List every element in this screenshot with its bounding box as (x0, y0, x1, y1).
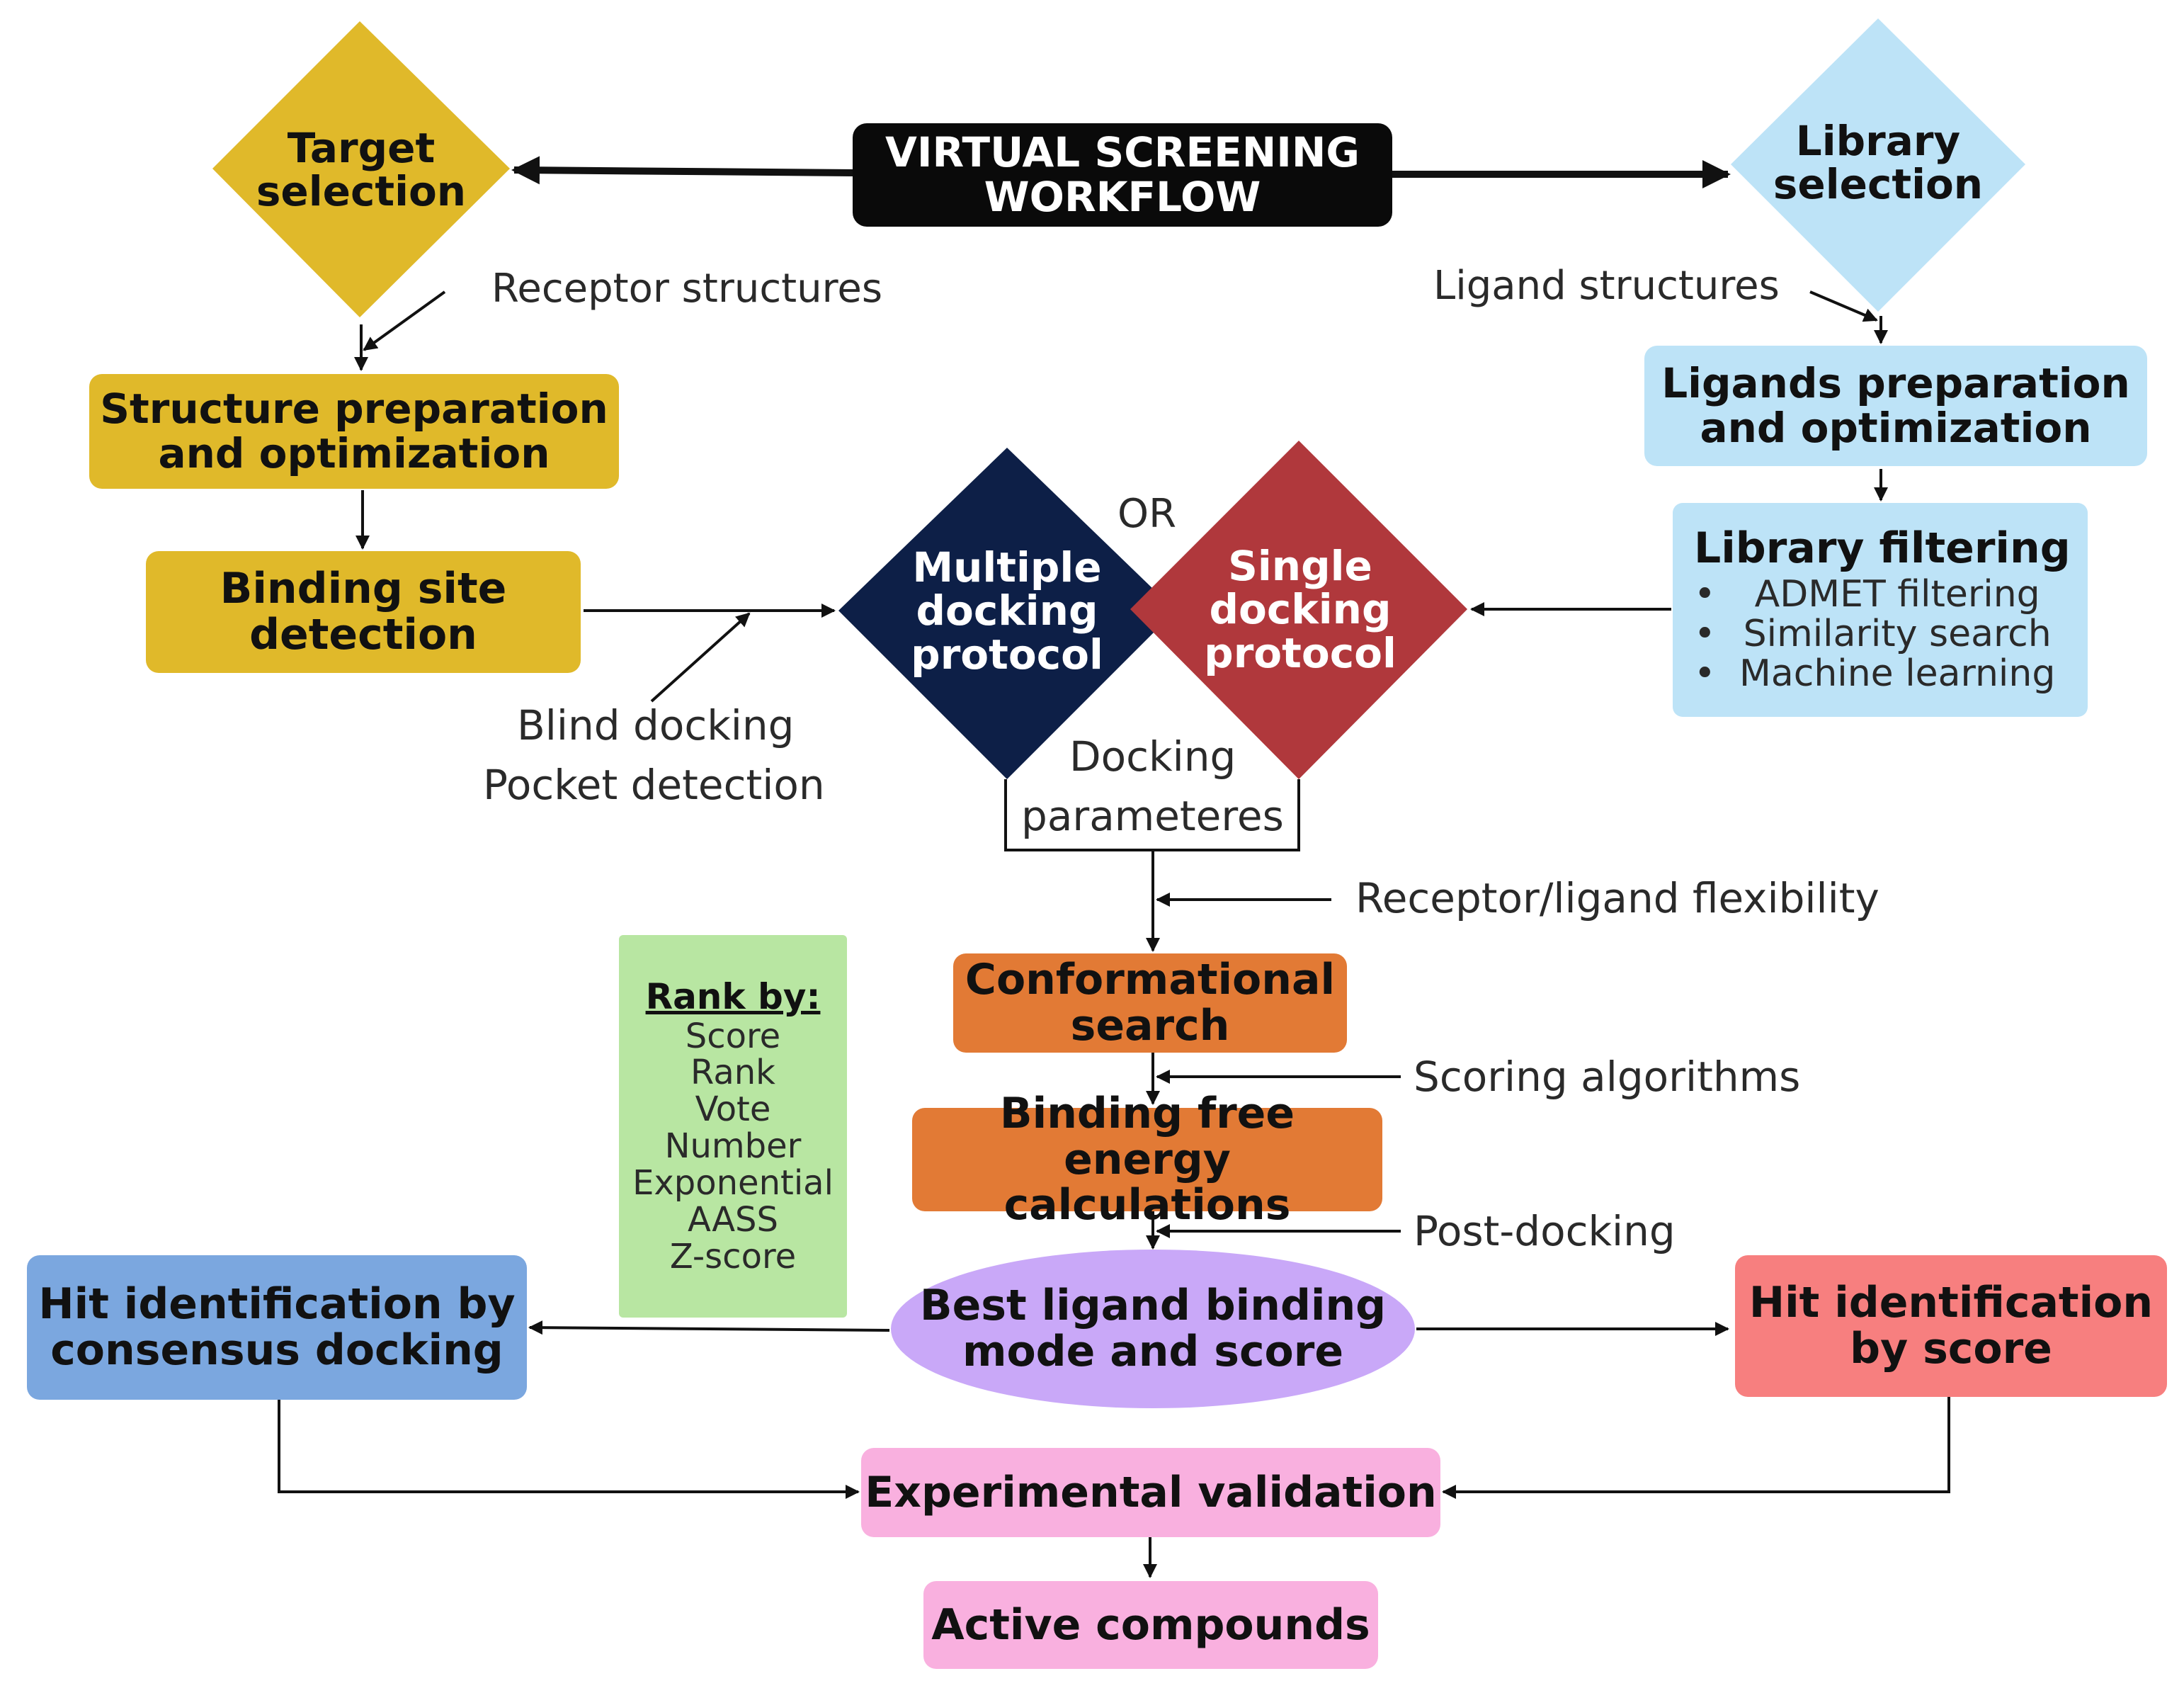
structure-prep-line-1: Structure preparation (100, 385, 608, 434)
ligands-preparation-box: Ligands preparation and optimization (1644, 346, 2147, 466)
target-selection-diamond (212, 21, 510, 317)
energy-line-1: Binding free energy (999, 1088, 1295, 1184)
hit-consensus-box: Hit identification by consensus docking (27, 1255, 527, 1400)
hit-score-line-2: by score (1850, 1324, 2052, 1374)
rank-item-vote: Vote (695, 1089, 771, 1130)
single-docking-diamond (1130, 441, 1467, 779)
post-docking-label: Post-docking (1414, 1207, 1676, 1255)
rank-by-title: Rank by: (645, 975, 821, 1017)
best-ligand-line-1: Best ligand binding (919, 1281, 1387, 1331)
filter-item-admet: ADMET filtering (1673, 574, 2055, 614)
title-line-2: WORKFLOW (984, 173, 1261, 221)
best-ligand-ellipse: Best ligand binding mode and score (891, 1250, 1415, 1408)
multiple-line-3: protocol (911, 630, 1103, 679)
filter-item-ml: Machine learning (1673, 654, 2055, 693)
ligands-prep-line-1: Ligands preparation (1661, 359, 2130, 408)
ligand-structures-label: Ligand structures (1433, 263, 1780, 309)
active-label: Active compounds (931, 1599, 1370, 1650)
binding-site-line-2: detection (249, 610, 477, 659)
structure-prep-line-2: and optimization (158, 429, 550, 477)
multiple-docking-label: Multiple docking protocol (878, 533, 1136, 690)
arrow-consensus-to-experimental (278, 1400, 860, 1499)
library-selection-diamond (1731, 18, 2025, 312)
binding-free-energy-box: Binding free energy calculations (912, 1091, 1382, 1228)
library-filtering-box: Library filtering ADMET filtering Simila… (1673, 503, 2088, 717)
library-line-2: selection (1773, 160, 1984, 208)
hit-score-line-1: Hit identification (1748, 1278, 2154, 1328)
pointer-receptor-structures (363, 290, 446, 351)
best-ligand-line-2: mode and score (962, 1327, 1344, 1376)
target-selection-label: Target selection (234, 106, 489, 234)
arrow-title-to-target (511, 156, 855, 185)
docking-label: Docking (1069, 732, 1236, 781)
library-filtering-title: Library filtering (1694, 523, 2071, 574)
library-line-1: Library (1795, 116, 1961, 165)
multiple-line-2: docking (916, 587, 1098, 635)
rank-item-score: Score (685, 1016, 781, 1056)
experimental-label: Experimental validation (865, 1467, 1437, 1517)
title-line-1: VIRTUAL SCREENING (885, 128, 1360, 177)
rank-item-exponential: Exponential (632, 1162, 834, 1203)
or-label: OR (1117, 491, 1176, 537)
pointer-blind-docking (650, 612, 751, 703)
single-line-2: docking (1209, 585, 1392, 634)
conformational-line-2: search (1070, 1001, 1230, 1051)
target-line-1: Target (287, 123, 436, 172)
structure-preparation-box: Structure preparation and optimization (89, 374, 619, 489)
pointer-ligand-structures (1809, 290, 1878, 322)
binding-site-detection-box: Binding site detection (146, 551, 581, 673)
receptor-structures-label: Receptor structures (491, 266, 882, 312)
library-filtering-list: ADMET filtering Similarity search Machin… (1673, 574, 2055, 694)
single-line-1: Single (1228, 541, 1372, 590)
pocket-detection-label: Pocket detection (483, 761, 825, 809)
hit-consensus-line-1: Hit identification by (38, 1279, 516, 1330)
rank-item-aass: AASS (688, 1199, 778, 1240)
parameters-label: parameteres (1021, 792, 1284, 840)
flexibility-label: Receptor/ligand flexibility (1355, 874, 1879, 922)
experimental-validation-box: Experimental validation (861, 1448, 1440, 1537)
single-docking-label: Single docking protocol (1171, 531, 1429, 689)
arrow-best-to-consensus (528, 1320, 890, 1335)
rank-item-rank: Rank (690, 1053, 775, 1093)
multiple-line-1: Multiple (912, 543, 1102, 591)
conformational-line-1: Conformational (965, 955, 1336, 1005)
target-line-2: selection (256, 167, 467, 215)
rank-by-list: Score Rank Vote Number Exponential AASS … (632, 1016, 834, 1276)
blind-docking-label: Blind docking (517, 701, 795, 749)
single-line-3: protocol (1204, 628, 1397, 677)
energy-line-2: calculations (1003, 1180, 1291, 1230)
binding-site-line-1: Binding site (220, 564, 507, 614)
conformational-search-box: Conformational search (953, 953, 1347, 1053)
filter-item-similarity: Similarity search (1673, 614, 2055, 654)
hit-consensus-line-2: consensus docking (50, 1325, 504, 1375)
rank-item-number: Number (664, 1126, 802, 1167)
active-compounds-box: Active compounds (923, 1581, 1378, 1669)
scoring-algorithms-label: Scoring algorithms (1414, 1053, 1801, 1101)
arrow-score-to-experimental (1442, 1397, 1950, 1499)
library-selection-label: Library selection (1751, 99, 2006, 227)
rank-item-zscore: Z-score (669, 1236, 797, 1276)
multiple-docking-diamond (838, 448, 1176, 779)
ligands-prep-line-2: and optimization (1700, 404, 2092, 452)
rank-by-box: Rank by: Score Rank Vote Number Exponent… (619, 935, 847, 1318)
hit-score-box: Hit identification by score (1735, 1255, 2167, 1397)
title-box: VIRTUAL SCREENING WORKFLOW (853, 123, 1392, 227)
